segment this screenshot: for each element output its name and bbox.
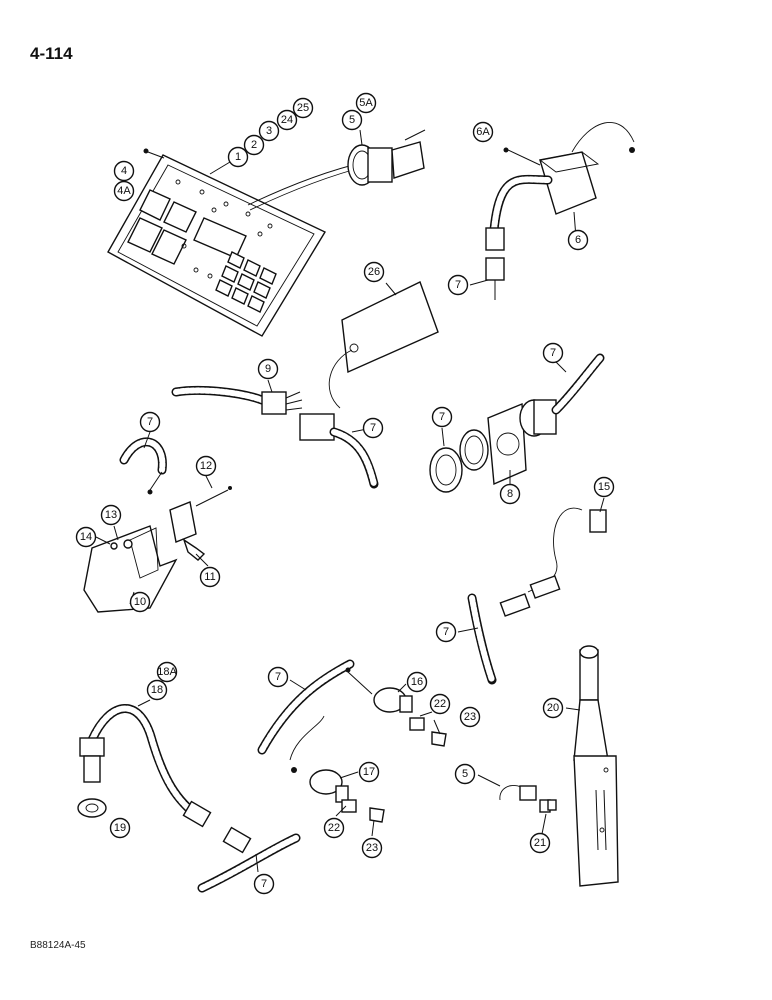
callout-23a: 23 (459, 706, 481, 728)
callout-label: 7 (439, 411, 445, 423)
callout-25: 25 (292, 97, 314, 119)
callout-label: 22 (328, 822, 340, 834)
sender-box-6 (485, 122, 635, 300)
callout-6a: 6A (472, 121, 494, 143)
figure-id: B88124A-45 (30, 940, 86, 951)
callout-26: 26 (363, 261, 385, 283)
connector-9 (171, 385, 379, 489)
callout-7c: 7 (362, 417, 384, 439)
callout-label: 25 (297, 102, 309, 114)
callout-18: 18 (146, 679, 168, 701)
callout-16: 16 (406, 671, 428, 693)
sensor-18 (77, 704, 301, 893)
callout-label: 7 (550, 347, 556, 359)
callout-label: 2 (251, 139, 257, 151)
callout-10: 10 (129, 591, 151, 613)
callout-label: 24 (281, 114, 293, 126)
callout-label: 18 (151, 684, 163, 696)
instrument-panel (107, 148, 368, 337)
callout-4a: 4A (113, 180, 135, 202)
callout-label: 7 (370, 422, 376, 434)
callout-label: 23 (366, 842, 378, 854)
callout-label: 1 (235, 151, 241, 163)
callout-label: 7 (275, 671, 281, 683)
harness-15 (467, 507, 607, 685)
callout-label: 8 (507, 488, 513, 500)
callout-label: 19 (114, 822, 126, 834)
callout-label: 3 (266, 125, 272, 137)
callout-label: 20 (547, 702, 559, 714)
switch-bracket (83, 437, 232, 613)
callout-label: 14 (80, 531, 92, 543)
callout-label: 21 (534, 837, 546, 849)
callout-label: 4A (117, 185, 131, 197)
callout-7e: 7 (431, 406, 453, 428)
callout-6: 6 (567, 229, 589, 251)
callout-9: 9 (257, 358, 279, 380)
callout-label: 11 (204, 571, 215, 583)
callout-8: 8 (499, 483, 521, 505)
callout-label: 7 (455, 279, 461, 291)
callout-7h: 7 (253, 873, 275, 895)
callout-label: 18A (157, 666, 177, 678)
senders-16-17 (257, 659, 447, 823)
callout-label: 5A (359, 97, 373, 109)
callout-15: 15 (593, 476, 615, 498)
bulkhead-connector (429, 353, 605, 493)
callout-23b: 23 (361, 837, 383, 859)
callout-7d: 7 (542, 342, 564, 364)
lever-20 (499, 645, 619, 887)
callout-19: 19 (109, 817, 131, 839)
callout-11: 11 (199, 566, 221, 588)
callout-label: 15 (598, 481, 610, 493)
callout-label: 26 (368, 266, 380, 278)
callout-1: 1 (227, 146, 249, 168)
callout-label: 22 (434, 698, 446, 710)
callout-24: 24 (276, 109, 298, 131)
callout-22b: 22 (323, 817, 345, 839)
callout-12: 12 (195, 455, 217, 477)
callout-label: 7 (261, 878, 267, 890)
callout-label: 9 (265, 363, 271, 375)
callout-label: 17 (363, 766, 375, 778)
page-number: 4-114 (30, 44, 73, 63)
callout-5: 5 (341, 109, 363, 131)
callout-label: 7 (147, 416, 153, 428)
callout-label: 4 (121, 165, 127, 177)
callout-label: 10 (134, 596, 146, 608)
callout-7f: 7 (435, 621, 457, 643)
callout-3: 3 (258, 120, 280, 142)
callout-20: 20 (542, 697, 564, 719)
callout-4: 4 (113, 160, 135, 182)
callout-7b: 7 (139, 411, 161, 433)
callout-label: 7 (443, 626, 449, 638)
callout-label: 6A (476, 126, 490, 138)
callout-13: 13 (100, 504, 122, 526)
tag-26 (328, 281, 439, 409)
leader-lines (95, 129, 605, 873)
callout-17: 17 (358, 761, 380, 783)
connector-5 (347, 129, 426, 186)
callout-2: 2 (243, 134, 265, 156)
callout-5b: 5 (454, 763, 476, 785)
callout-label: 5 (462, 768, 468, 780)
callout-7g: 7 (267, 666, 289, 688)
callout-label: 6 (575, 234, 581, 246)
callout-label: 5 (349, 114, 355, 126)
callout-label: 13 (105, 509, 117, 521)
callout-18a: 18A (156, 661, 177, 683)
callout-label: 16 (411, 676, 423, 688)
callout-5a: 5A (355, 92, 377, 114)
callout-14: 14 (75, 526, 97, 548)
callout-21: 21 (529, 832, 551, 854)
callout-7a: 7 (447, 274, 469, 296)
callout-label: 12 (200, 460, 212, 472)
callout-label: 23 (464, 711, 476, 723)
callout-22a: 22 (429, 693, 451, 715)
